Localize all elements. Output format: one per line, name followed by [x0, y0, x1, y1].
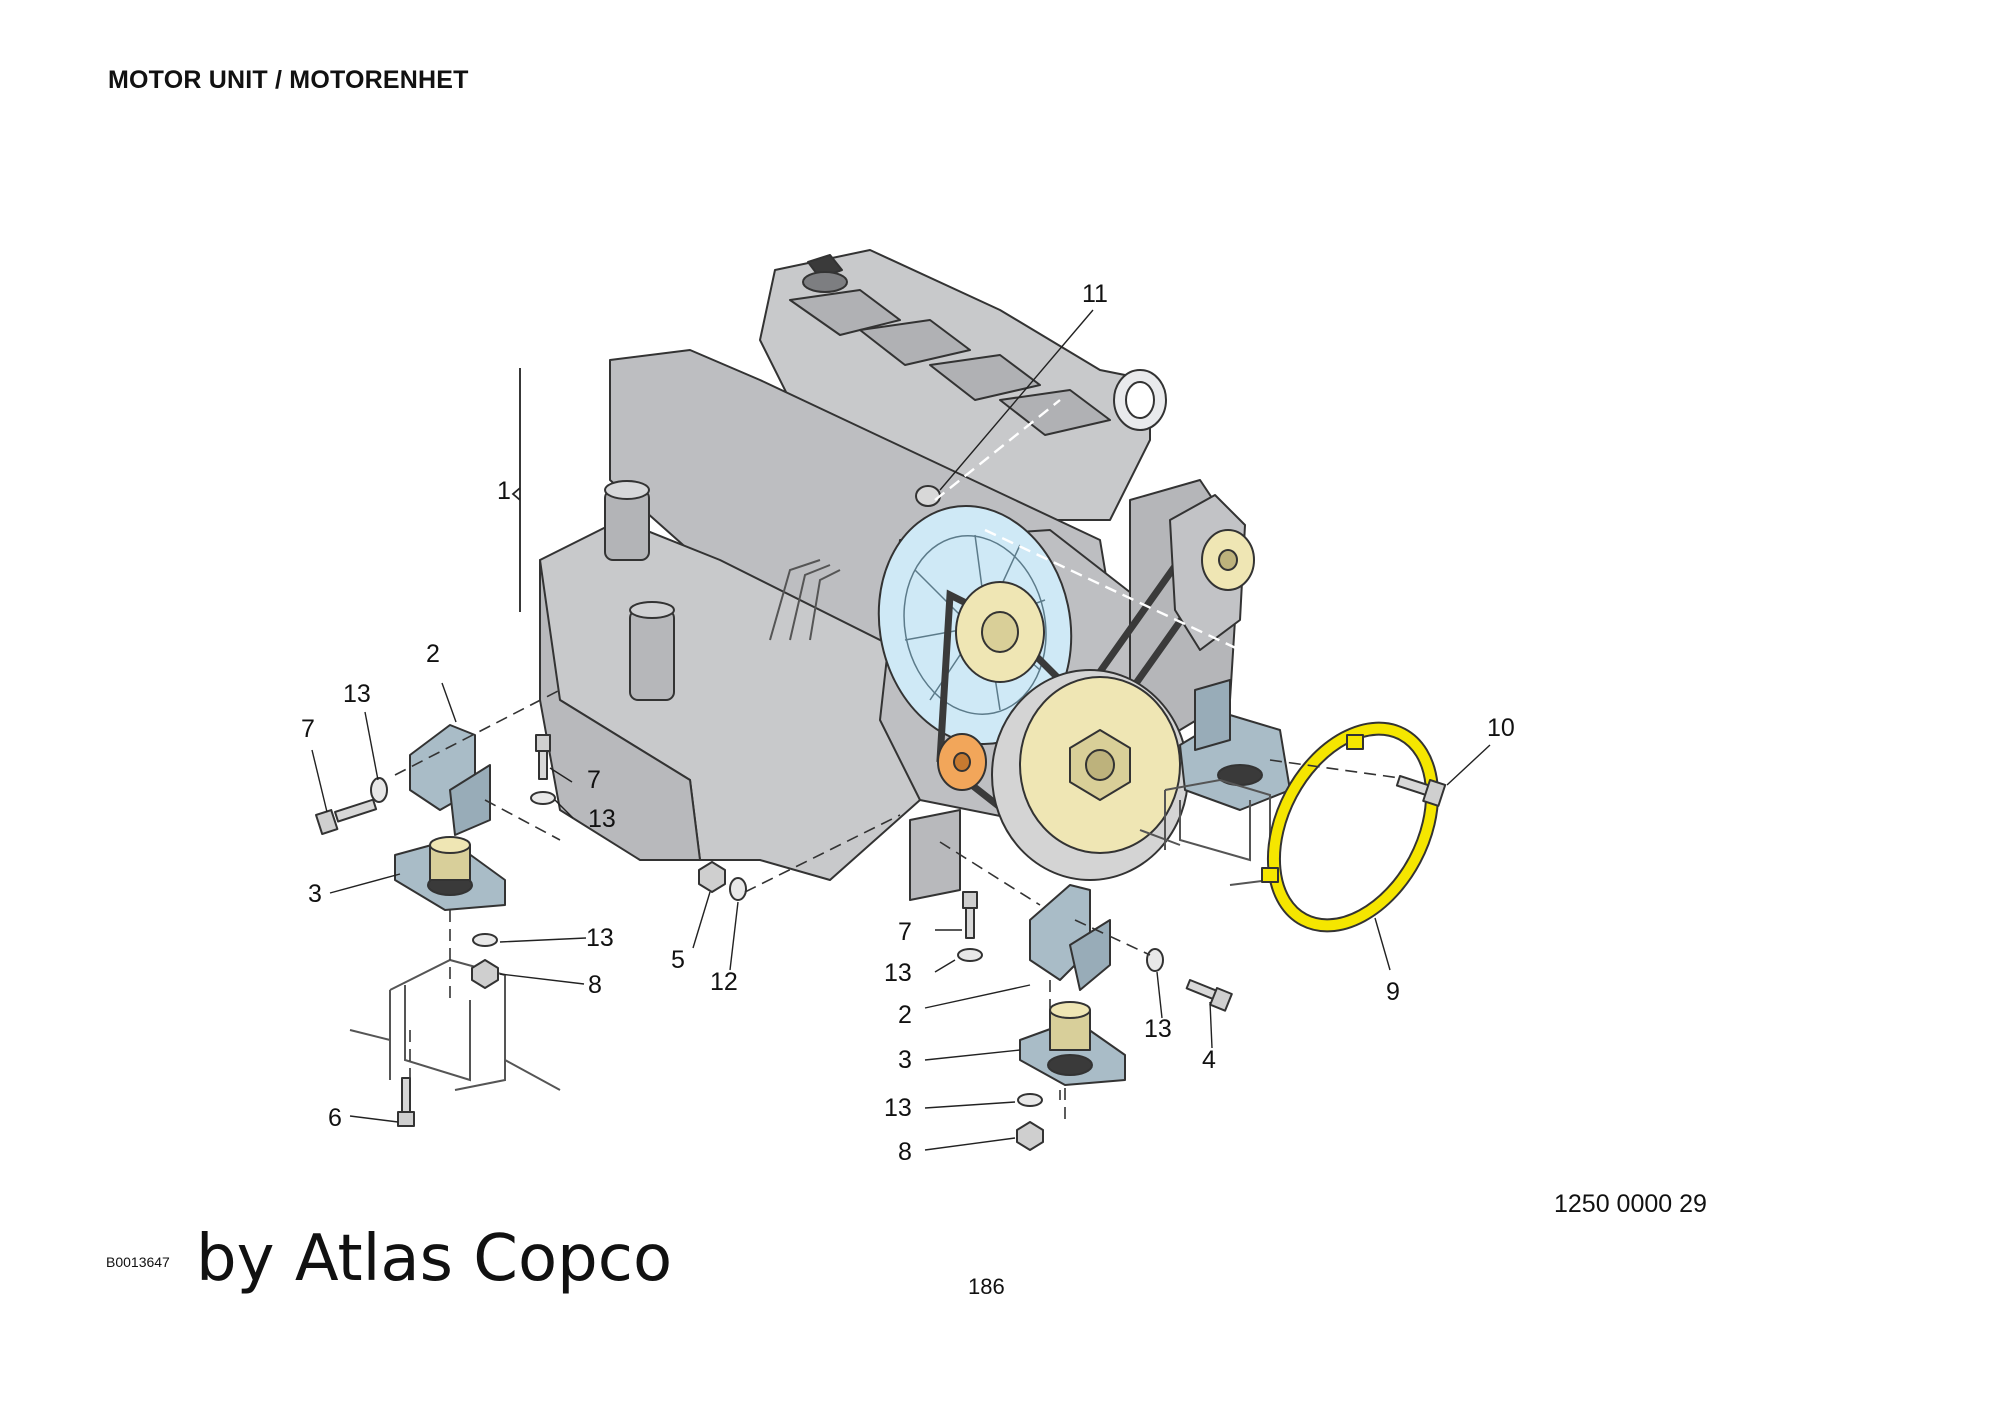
callout-3: 3 [308, 880, 322, 908]
callout-10: 10 [1487, 714, 1515, 742]
callout-2: 2 [898, 1001, 912, 1029]
item-1-brace [511, 368, 521, 612]
callout-13: 13 [586, 924, 614, 952]
frame-support-right [1139, 778, 1271, 886]
callout-13: 13 [1144, 1015, 1172, 1043]
callout-1: 1 [497, 477, 511, 505]
callout-7: 7 [898, 918, 912, 946]
rubber-mount-left [394, 836, 506, 911]
callout-7: 7 [301, 715, 315, 743]
bolt-icon [535, 734, 551, 780]
callout-numbers: 1 2 2 3 3 4 5 6 7 7 7 8 8 9 10 11 12 13 … [301, 280, 1515, 1166]
frame-support-left [349, 958, 561, 1091]
callout-12: 12 [710, 968, 738, 996]
guard-ring [1261, 721, 1440, 933]
callout-13: 13 [343, 680, 371, 708]
crank-pulley [991, 669, 1189, 881]
idler-pulley [937, 733, 987, 791]
callout-8: 8 [898, 1138, 912, 1166]
bolt-icon [397, 1077, 415, 1127]
callout-7: 7 [587, 766, 601, 794]
fan-pulley [955, 581, 1045, 683]
callout-3: 3 [898, 1046, 912, 1074]
page-number: 186 [968, 1274, 1005, 1299]
engine-bracket-right-front [1029, 884, 1111, 991]
fasteners [314, 485, 1447, 1151]
callout-9: 9 [1386, 978, 1400, 1006]
callout-13: 13 [884, 1094, 912, 1122]
engine-bracket-rear-right [1179, 679, 1291, 811]
callout-11: 11 [1082, 280, 1108, 308]
bolt-icon [962, 891, 978, 939]
leader-lines [311, 309, 1491, 1151]
bolt-icon [314, 798, 378, 836]
rubber-mount-right-front [1019, 1001, 1126, 1086]
engine-bracket-left [409, 724, 491, 836]
callout-13: 13 [884, 959, 912, 987]
callout-4: 4 [1202, 1046, 1216, 1074]
page-title: MOTOR UNIT / MOTORENHET [108, 66, 469, 94]
brand-text: by Atlas Copco [196, 1222, 673, 1296]
callout-13: 13 [588, 805, 616, 833]
alternator-pulley [1169, 494, 1255, 651]
image-code: B0013647 [106, 1254, 170, 1270]
callout-6: 6 [328, 1104, 342, 1132]
callout-8: 8 [588, 971, 602, 999]
bolt-icon [1395, 775, 1447, 807]
assembly-lines [394, 399, 1401, 1125]
bolt-icon [1185, 979, 1233, 1012]
callout-2: 2 [426, 640, 440, 668]
callout-5: 5 [671, 946, 685, 974]
diagram-number: 1250 0000 29 [1554, 1190, 1707, 1218]
